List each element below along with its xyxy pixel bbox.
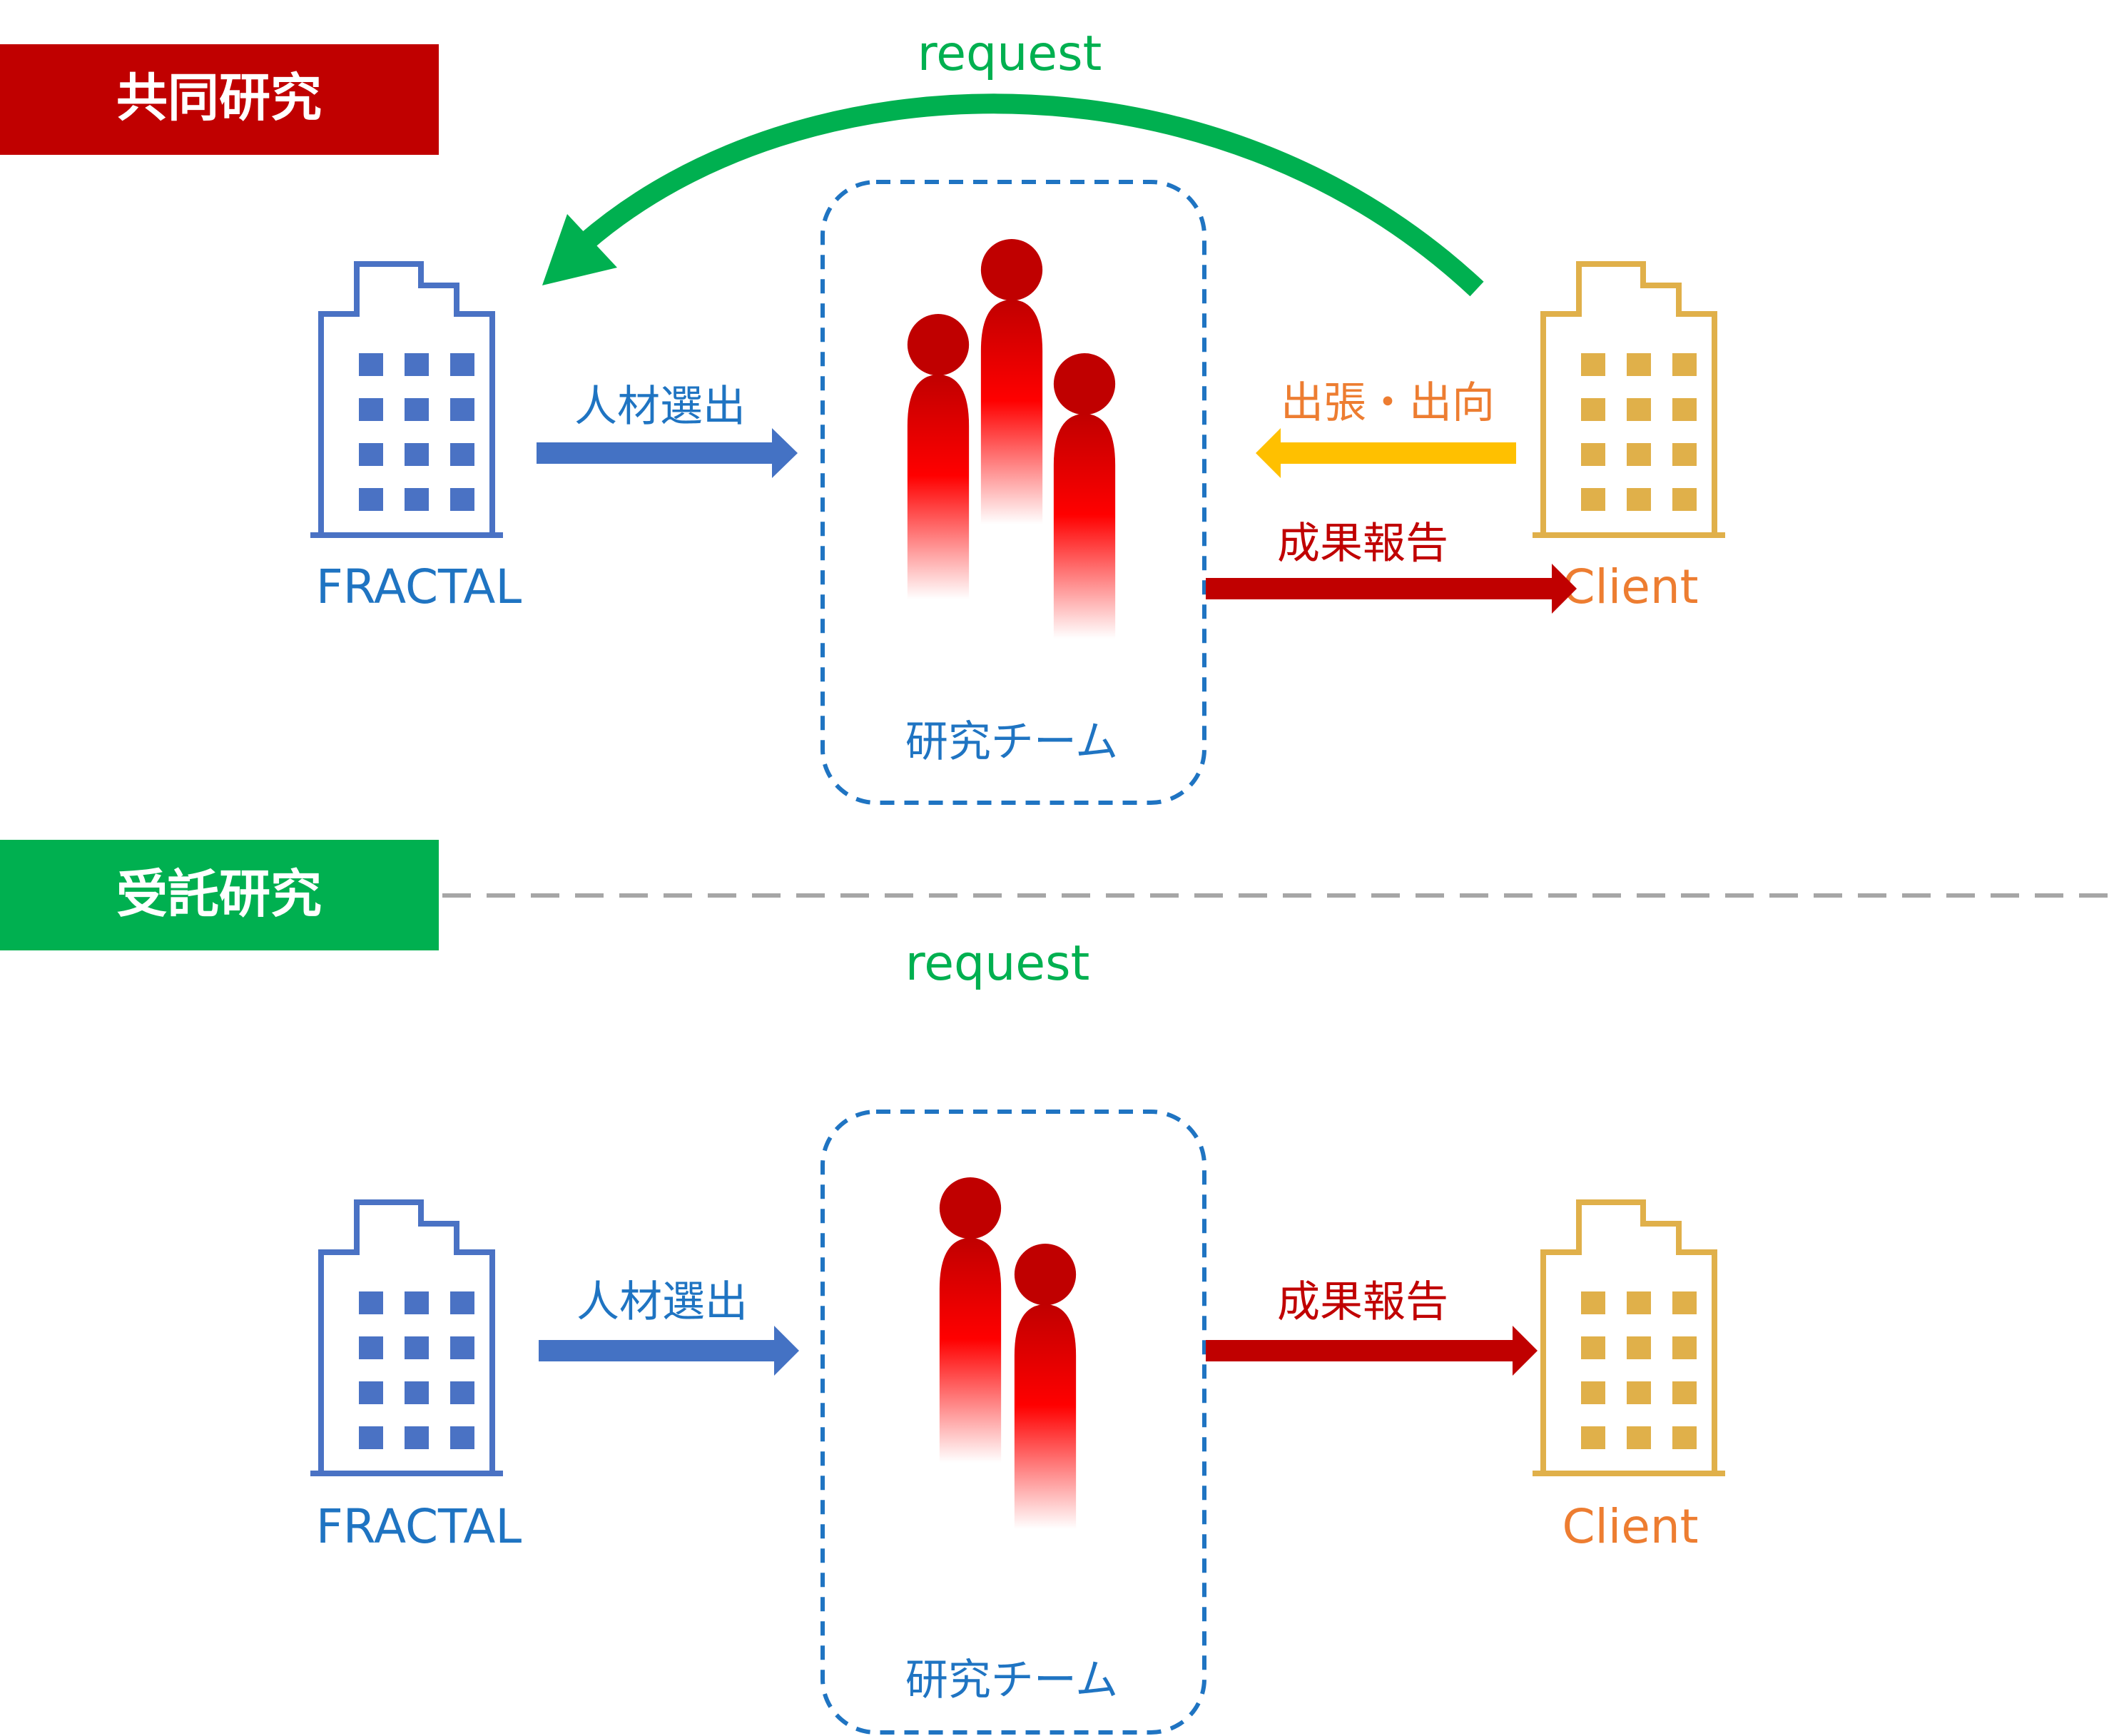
joint-fractal-building-icon: [310, 264, 503, 535]
commissioned-client-label: Client: [1562, 1499, 1698, 1554]
joint-person-icon-3: [1053, 353, 1116, 639]
joint-request-arrow: [578, 93, 1484, 297]
commissioned-header-title: 受託研究: [116, 864, 322, 924]
joint-section: 共同研究 request FRACTAL Client 人材選出 研究チーム 出…: [0, 26, 1725, 805]
joint-team-label: 研究チーム: [905, 717, 1118, 767]
joint-fractal-label: FRACTAL: [316, 559, 522, 614]
commissioned-person-icon-1: [939, 1177, 1002, 1463]
commissioned-request-label: request: [905, 935, 1090, 992]
commissioned-team-label: 研究チーム: [905, 1655, 1118, 1705]
commissioned-team-box: [820, 1110, 1206, 1735]
joint-result-arrow-shaft: [1206, 578, 1552, 599]
commissioned-result-label: 成果報告: [1277, 1277, 1448, 1327]
joint-request-arrowhead: [542, 214, 617, 285]
joint-team-box: [820, 180, 1206, 805]
commissioned-section: 受託研究 request FRACTAL Client 人材選出 研究チーム 成…: [0, 840, 1725, 1735]
joint-dispatch-arrowhead: [1256, 428, 1281, 478]
commissioned-client-building-icon: [1533, 1202, 1725, 1473]
commissioned-person-icon-2: [1014, 1244, 1077, 1529]
commissioned-selection-arrowhead: [774, 1326, 799, 1376]
joint-dispatch-label: 出張・出向: [1281, 378, 1495, 428]
joint-client-building-icon: [1533, 264, 1725, 535]
commissioned-fractal-label: FRACTAL: [316, 1499, 522, 1554]
joint-selection-arrowhead: [772, 428, 798, 478]
commissioned-selection-label: 人材選出: [576, 1277, 748, 1327]
joint-selection-arrow-shaft: [537, 442, 772, 464]
joint-selection-label: 人材選出: [574, 382, 746, 432]
commissioned-result-arrowhead: [1513, 1326, 1538, 1376]
joint-result-label: 成果報告: [1277, 519, 1448, 569]
joint-dispatch-arrow-shaft: [1281, 442, 1516, 464]
joint-person-icon-1: [907, 314, 970, 599]
joint-client-label: Client: [1562, 559, 1698, 614]
commissioned-header-bg: [0, 840, 439, 950]
joint-header-bg: [0, 44, 439, 155]
joint-header-title: 共同研究: [116, 68, 322, 128]
joint-person-icon-2: [980, 239, 1043, 524]
joint-result-arrowhead: [1552, 564, 1577, 614]
commissioned-fractal-building-icon: [310, 1202, 503, 1473]
commissioned-selection-arrow-shaft: [539, 1340, 774, 1361]
joint-request-label: request: [918, 26, 1102, 82]
commissioned-result-arrow-shaft: [1206, 1340, 1513, 1361]
